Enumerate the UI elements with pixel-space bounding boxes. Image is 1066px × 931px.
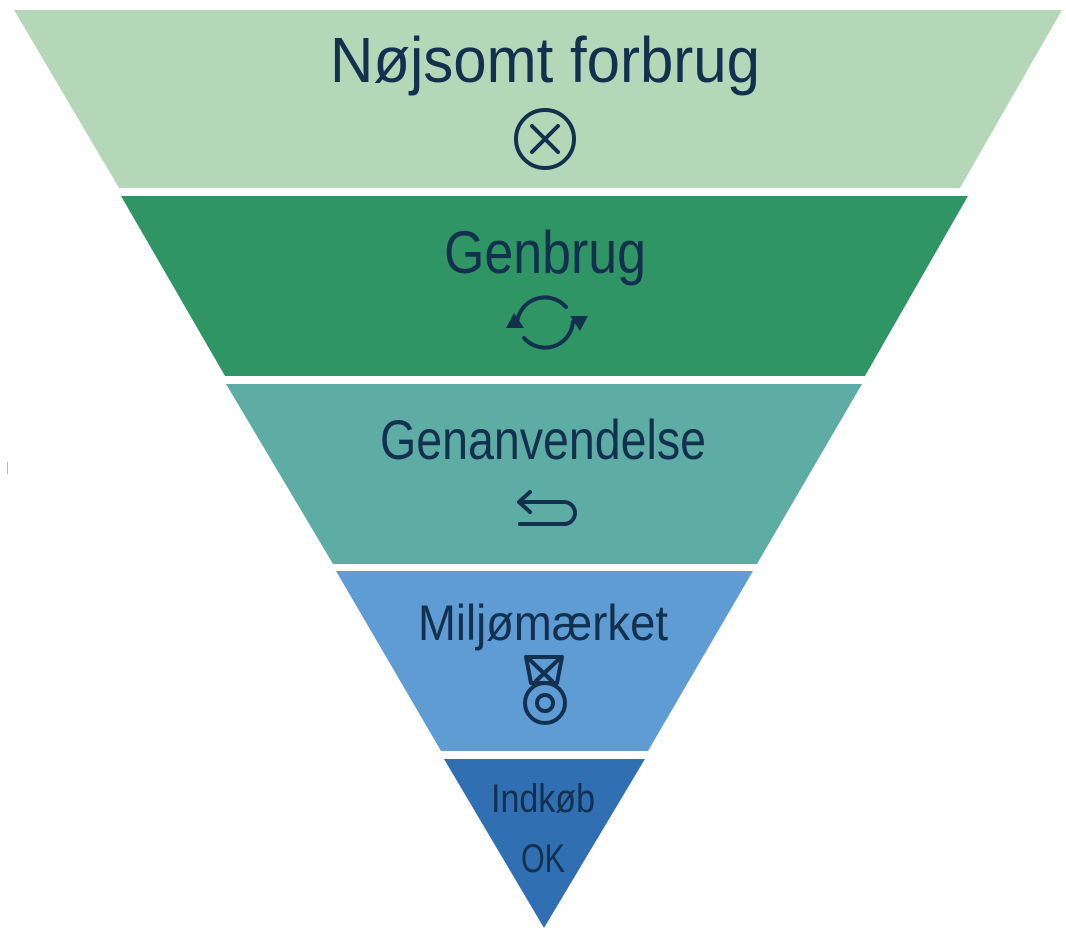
level-5-label: Indkøb [491, 777, 595, 821]
left-edge-mark [7, 462, 8, 474]
circle-x-icon [514, 108, 576, 170]
level-2: Genbrug [121, 196, 968, 376]
return-arrow-icon [517, 490, 577, 526]
level-4-label: Miljømærket [418, 595, 668, 651]
level-5-label-line2: OK [521, 837, 565, 881]
level-2-band [121, 196, 968, 376]
level-4-band [336, 571, 753, 751]
recycle-arrows-icon [506, 295, 588, 350]
level-2-label: Genbrug [444, 219, 646, 286]
level-3-band [226, 384, 862, 564]
medal-icon [523, 655, 567, 725]
level-5-band [444, 759, 645, 928]
level-1-label: Nøjsomt forbrug [330, 24, 760, 96]
level-4: Miljømærket [336, 571, 753, 751]
level-3: Genanvendelse [226, 384, 862, 564]
level-1-band [14, 10, 1062, 188]
level-5: Indkøb OK [444, 759, 645, 928]
level-3-label: Genanvendelse [380, 408, 706, 471]
level-1: Nøjsomt forbrug [14, 10, 1062, 188]
